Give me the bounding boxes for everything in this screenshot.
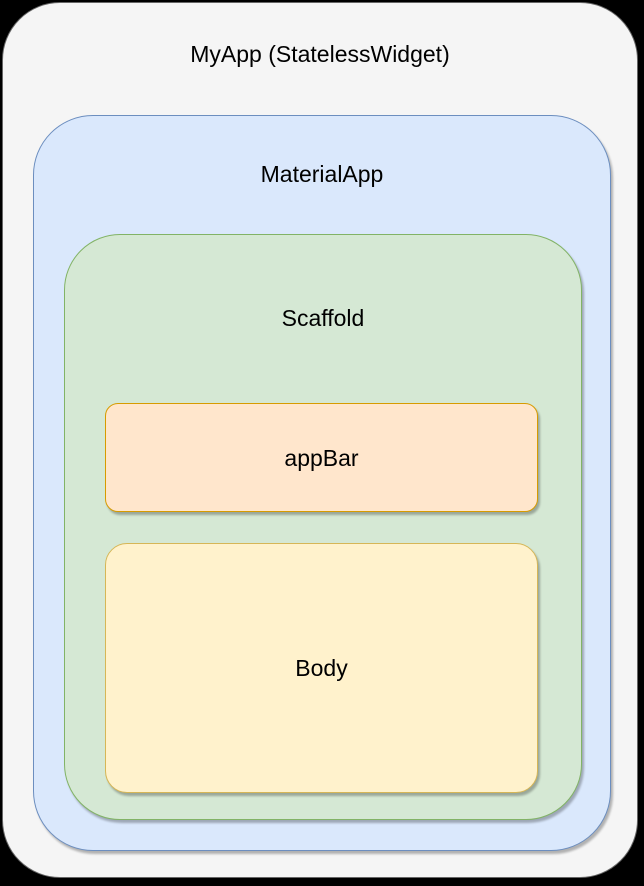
- appbar-box: appBar: [105, 403, 538, 512]
- body-box: Body: [105, 543, 538, 793]
- scaffold-label: Scaffold: [281, 305, 365, 331]
- scaffold-box: Scaffold appBar Body: [64, 234, 582, 820]
- materialapp-label: MaterialApp: [260, 161, 384, 187]
- appbar-label: appBar: [284, 444, 359, 471]
- myapp-stateless-widget-box: MyApp (StatelessWidget) MaterialApp Scaf…: [2, 2, 638, 878]
- myapp-label: MyApp (StatelessWidget): [190, 41, 450, 67]
- body-label: Body: [295, 655, 348, 681]
- materialapp-box: MaterialApp Scaffold appBar Body: [33, 115, 611, 851]
